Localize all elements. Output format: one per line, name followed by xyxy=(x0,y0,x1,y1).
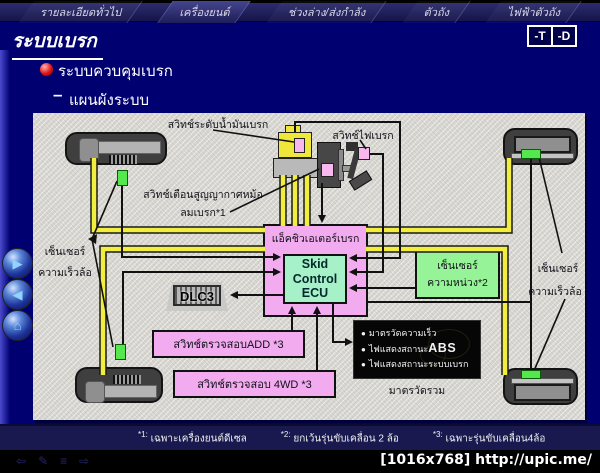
list-icon[interactable]: ≡ xyxy=(60,454,68,468)
brake-drum xyxy=(514,136,571,153)
forward-arrow-icon: ▶ xyxy=(12,255,23,271)
meter-item-speedometer: ●มาตรวัดความเร็ว xyxy=(361,328,437,338)
speed-sensor-rear-left xyxy=(115,344,126,360)
nav-back-button[interactable]: ◀ xyxy=(2,279,33,310)
back-arrow-icon[interactable]: ⇦ xyxy=(16,454,27,468)
menu-item-general[interactable]: รายละเอียดทั่วไป xyxy=(26,1,135,23)
brake-caliper xyxy=(89,141,161,154)
wheel-speed-sensor-right-label-line1: เซ็นเซอร์ xyxy=(537,263,579,275)
toggle-d-button[interactable]: -D xyxy=(551,25,577,47)
nav-forward-button[interactable]: ▶ xyxy=(2,248,33,279)
fourwd-check-switch-box: สวิทช์ตรวจสอบ 4WD *3 xyxy=(173,370,336,398)
wheel-rear-right xyxy=(503,368,578,405)
decel-sensor-line1: เซ็นเซอร์ xyxy=(437,259,478,272)
brake-actuator-label: แอ็คชิวเอเตอร์เบรก xyxy=(271,233,360,245)
sensor-rotor xyxy=(109,155,137,164)
footnotes-bar: *1: เฉพาะเครื่องยนต์ดีเซล *2: ยกเว้นรุ่น… xyxy=(0,424,600,450)
fluid-level-switch xyxy=(294,138,305,153)
brake-light-switch-label: สวิทช์ไฟเบรก xyxy=(332,130,394,142)
master-cylinder xyxy=(273,158,321,178)
ecu-line3: ECU xyxy=(301,286,329,301)
combination-meter-box: ●มาตรวัดความเร็ว ●ไฟแสดงสถานะABS ●ไฟแสดง… xyxy=(353,320,481,379)
toggle-group: -T -D xyxy=(527,25,577,47)
decel-sensor-line2: ความหน่วง*2 xyxy=(427,276,488,289)
mini-toolbar: ⇦ ✎ ≡ ⇨ xyxy=(16,454,89,468)
speed-sensor-front-right xyxy=(521,149,541,159)
wheel-hub xyxy=(79,138,99,162)
wheel-speed-sensor-right-label-line2: ความเร็วล้อ xyxy=(528,286,582,298)
forward-arrow-icon[interactable]: ⇨ xyxy=(79,454,90,468)
menu-item-body[interactable]: ตัวถัง xyxy=(410,1,463,23)
menu-item-chassis[interactable]: ช่วงล่าง/ส่งกำลัง xyxy=(274,1,379,23)
wheel-hub xyxy=(85,381,105,403)
skid-control-ecu-box: Skid Control ECU xyxy=(283,254,347,304)
dlc3-label: DLC3 xyxy=(180,289,214,304)
system-diagram-panel: แอ็คชิวเอเตอร์เบรก Skid Control ECU DLC3… xyxy=(33,113,585,420)
subheading-dash: – xyxy=(53,85,63,104)
meter-item-abs-lamp: ●ไฟแสดงสถานะABS xyxy=(361,341,457,355)
toggle-t-button[interactable]: -T xyxy=(527,25,553,47)
wheel-rear-left xyxy=(75,367,163,403)
meter-item-brake-lamp: ●ไฟแสดงสถานะระบบเบรก xyxy=(361,359,469,369)
wheel-speed-sensor-left-label-line2: ความเร็วล้อ xyxy=(38,267,92,279)
top-menu-bar: รายละเอียดทั่วไป เครื่องยนต์ ช่วงล่าง/ส่… xyxy=(0,0,600,22)
abs-emphasis: ABS xyxy=(428,341,457,355)
bullet-dot-icon: ● xyxy=(361,329,366,338)
section-subheading: แผนผังระบบ xyxy=(69,92,149,109)
speed-sensor-rear-right xyxy=(521,370,541,379)
pencil-icon[interactable]: ✎ xyxy=(38,454,49,468)
footnote-3: *3: เฉพาะรุ่นขับเคลื่อน4ล้อ xyxy=(432,429,546,445)
ecu-line2: Control xyxy=(292,271,338,286)
wheel-front-left xyxy=(65,132,167,165)
section-heading: ระบบควบคุมเบรก xyxy=(58,63,173,80)
left-edge-glow xyxy=(0,50,10,442)
wheel-front-right xyxy=(503,128,578,165)
vacuum-switch-label-line2: ลมเบรก*1 xyxy=(180,207,226,219)
vacuum-switch-label-line1: สวิทช์เตือนสูญญากาศหม้อ xyxy=(143,189,263,201)
wheel-speed-sensor-left-label-line1: เซ็นเซอร์ xyxy=(44,246,86,258)
red-bullet-icon xyxy=(40,63,53,76)
deceleration-sensor-box: เซ็นเซอร์ ความหน่วง*2 xyxy=(415,250,500,299)
speed-sensor-front-left xyxy=(117,170,128,186)
menu-item-body-electrical[interactable]: ไฟฟ้าตัวถัง xyxy=(493,1,574,23)
sensor-rotor xyxy=(113,375,141,384)
brake-drum xyxy=(514,384,571,401)
bullet-dot-icon: ● xyxy=(361,360,366,369)
page-title: ระบบเบรก xyxy=(12,26,103,60)
add-check-switch-box: สวิทช์ตรวจสอบADD *3 xyxy=(152,330,305,358)
vacuum-warning-switch xyxy=(321,163,334,177)
combination-meter-caption: มาตรวัดรวม xyxy=(388,385,446,397)
bullet-dot-icon: ● xyxy=(361,345,366,354)
fourwd-check-switch-label: สวิทช์ตรวจสอบ 4WD *3 xyxy=(197,379,312,391)
ecu-line1: Skid xyxy=(301,257,329,272)
nav-home-button[interactable]: ⌂ xyxy=(2,310,33,341)
brake-light-switch xyxy=(358,147,370,160)
back-arrow-icon: ◀ xyxy=(12,286,23,302)
menu-item-engine[interactable]: เครื่องยนต์ xyxy=(165,1,243,23)
footnote-2: *2: ยกเว้นรุ่นขับเคลื่อน 2 ล้อ xyxy=(280,429,399,445)
dlc3-connector: DLC3 xyxy=(166,282,228,311)
watermark-text: [1016x768] http://upic.me/ xyxy=(380,452,592,468)
drum-lip xyxy=(511,378,574,384)
add-check-switch-label: สวิทช์ตรวจสอบADD *3 xyxy=(173,339,284,351)
footnote-1: *1: เฉพาะเครื่องยนต์ดีเซล xyxy=(138,429,247,445)
home-icon: ⌂ xyxy=(13,318,22,333)
status-bar: ⇦ ✎ ≡ ⇨ [1016x768] http://upic.me/ xyxy=(0,450,600,473)
fluid-level-switch-label: สวิทช์ระดับน้ำมันเบรก xyxy=(167,119,269,131)
